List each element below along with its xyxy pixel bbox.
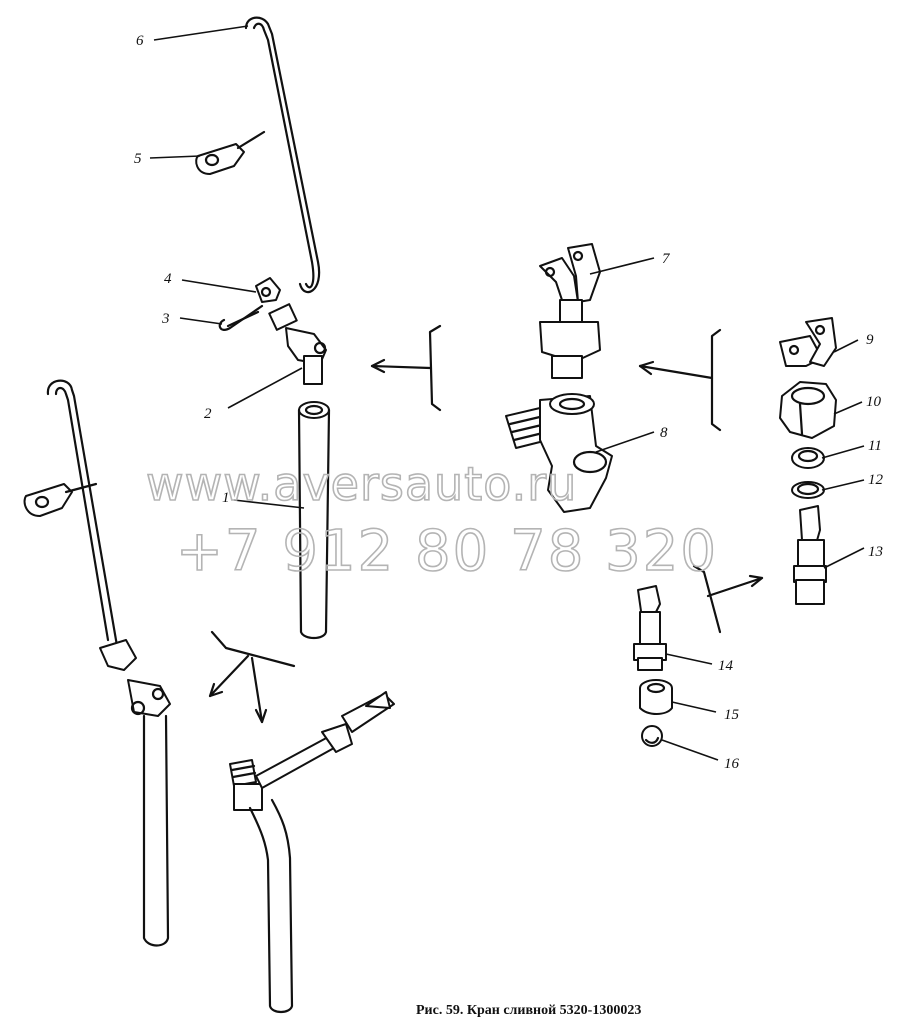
part-16-ball	[641, 725, 663, 747]
part-7-fork	[539, 243, 601, 379]
watermark-site: www.aversauto.ru	[146, 457, 577, 511]
part-10-nut	[779, 381, 837, 439]
figure-caption: Рис. 59. Кран сливной 5320-1300023	[416, 1003, 641, 1018]
label-1: 1	[222, 490, 230, 506]
part-12-seal-ring	[791, 481, 825, 499]
leader-lines	[149, 25, 865, 761]
watermark: www.aversauto.ru +7 912 80 78 320	[145, 456, 718, 585]
label-4: 4	[164, 271, 172, 287]
assembly-bracket-center	[638, 328, 722, 432]
label-16: 16	[724, 756, 740, 772]
part-8-valve-body	[505, 393, 613, 513]
part-15-seat	[639, 679, 673, 715]
label-3: 3	[161, 311, 170, 327]
part-3-cotter-pin	[218, 304, 264, 331]
assembled-rod-left	[23, 379, 171, 947]
label-9: 9	[866, 332, 874, 348]
part-5-lever	[195, 130, 266, 175]
part-4-clip	[255, 277, 281, 303]
assembly-bracket-left	[370, 324, 442, 412]
part-6-control-rod	[244, 16, 321, 294]
label-8: 8	[660, 425, 668, 441]
assembled-valve-view	[229, 691, 395, 1014]
watermark-phone: +7 912 80 78 320	[176, 519, 718, 584]
label-14: 14	[718, 658, 734, 674]
assembly-bracket-lower	[208, 630, 296, 724]
label-2: 2	[204, 406, 212, 422]
part-2-connector	[268, 303, 327, 385]
part-1-tube	[297, 401, 331, 640]
label-7: 7	[662, 251, 671, 267]
label-6: 6	[136, 33, 144, 49]
label-15: 15	[724, 707, 740, 723]
part-13-valve-stem	[793, 505, 827, 605]
part-9-bracket	[779, 317, 837, 367]
part-11-washer	[791, 447, 825, 469]
label-13: 13	[868, 544, 883, 560]
label-12: 12	[868, 472, 884, 488]
label-10: 10	[866, 394, 882, 410]
part-labels: 1 2 3 4 5 6 7 8 9 10 11 12 13 14 15 16	[134, 33, 884, 772]
assembly-bracket-right	[692, 564, 764, 634]
part-14-inner-stem	[633, 585, 667, 671]
label-5: 5	[134, 151, 142, 167]
label-11: 11	[868, 438, 882, 454]
